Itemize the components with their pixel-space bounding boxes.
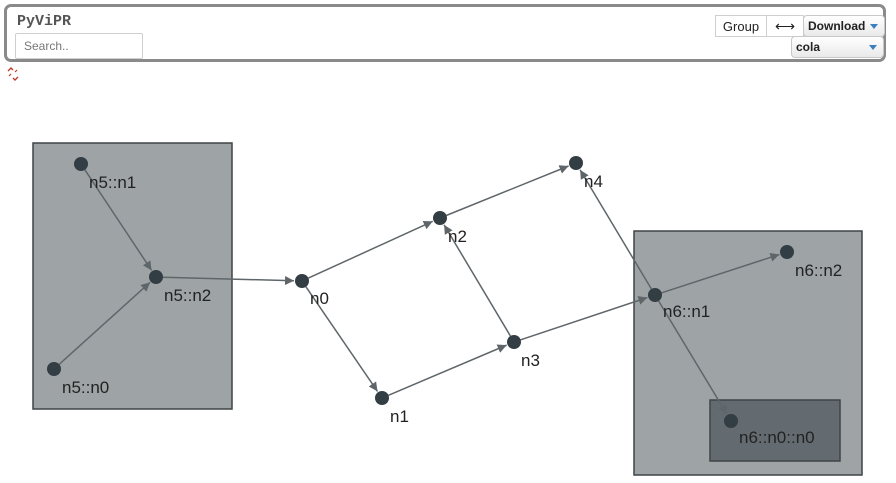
node-n1[interactable] xyxy=(375,391,389,405)
chevron-down-icon xyxy=(870,24,878,29)
edge-n5-n1-to-n5-n2[interactable] xyxy=(84,169,153,271)
group-button[interactable]: Group xyxy=(715,15,767,37)
layout-value: cola xyxy=(796,40,821,54)
node-n4[interactable] xyxy=(569,156,583,170)
compound-node-n5[interactable] xyxy=(32,142,233,410)
edge-n0-to-n1[interactable] xyxy=(305,286,379,392)
app-title: PyViPR xyxy=(17,13,72,30)
node-n5-n0[interactable] xyxy=(47,362,61,376)
node-label-n5-n2: n5::n2 xyxy=(164,286,211,305)
edge-n6-n1-to-n6-n2[interactable] xyxy=(661,252,780,294)
node-n6-n2[interactable] xyxy=(780,245,794,259)
edge-n2-to-n4[interactable] xyxy=(446,165,569,217)
node-label-n6-n1: n6::n1 xyxy=(663,302,710,321)
edge-n3-to-n2[interactable] xyxy=(443,224,512,337)
edge-n1-to-n3[interactable] xyxy=(388,344,507,396)
node-label-n2: n2 xyxy=(448,227,467,246)
node-label-n6-n0-n0: n6::n0::n0 xyxy=(739,428,815,447)
node-label-n0: n0 xyxy=(310,289,329,308)
edge-n6-n1-to-n4[interactable] xyxy=(579,169,653,290)
toolbar: PyViPR Group ⟷ Download cola xyxy=(4,4,886,62)
node-label-n6-n2: n6::n2 xyxy=(795,261,842,280)
broken-link-icon[interactable] xyxy=(6,67,20,81)
node-n2[interactable] xyxy=(433,211,447,225)
node-n3[interactable] xyxy=(507,335,521,349)
node-n6-n0-n0[interactable] xyxy=(724,414,738,428)
node-label-n5-n1: n5::n1 xyxy=(89,173,136,192)
edge-n0-to-n2[interactable] xyxy=(308,220,434,279)
node-label-n5-n0: n5::n0 xyxy=(62,378,109,397)
edge-n3-to-n6-n1[interactable] xyxy=(520,296,648,341)
node-n0[interactable] xyxy=(295,274,309,288)
layout-select[interactable]: cola xyxy=(791,36,884,58)
node-n5-n2[interactable] xyxy=(149,270,163,284)
node-label-n4: n4 xyxy=(584,172,603,191)
edge-n5-n2-to-n0[interactable] xyxy=(162,276,295,286)
node-label-n1: n1 xyxy=(390,407,409,426)
node-n6-n1[interactable] xyxy=(648,288,662,302)
node-label-n3: n3 xyxy=(521,351,540,370)
download-dropdown[interactable]: Download xyxy=(803,15,885,37)
compound-node-n6-n0[interactable] xyxy=(709,399,841,462)
search-input[interactable] xyxy=(15,33,143,59)
edge-n5-n0-to-n5-n2[interactable] xyxy=(58,281,151,365)
node-n5-n1[interactable] xyxy=(74,157,88,171)
download-label: Download xyxy=(808,19,866,33)
chevron-down-icon xyxy=(869,45,877,50)
edge-n6-n1-to-n6-n0-n0[interactable] xyxy=(657,300,728,415)
